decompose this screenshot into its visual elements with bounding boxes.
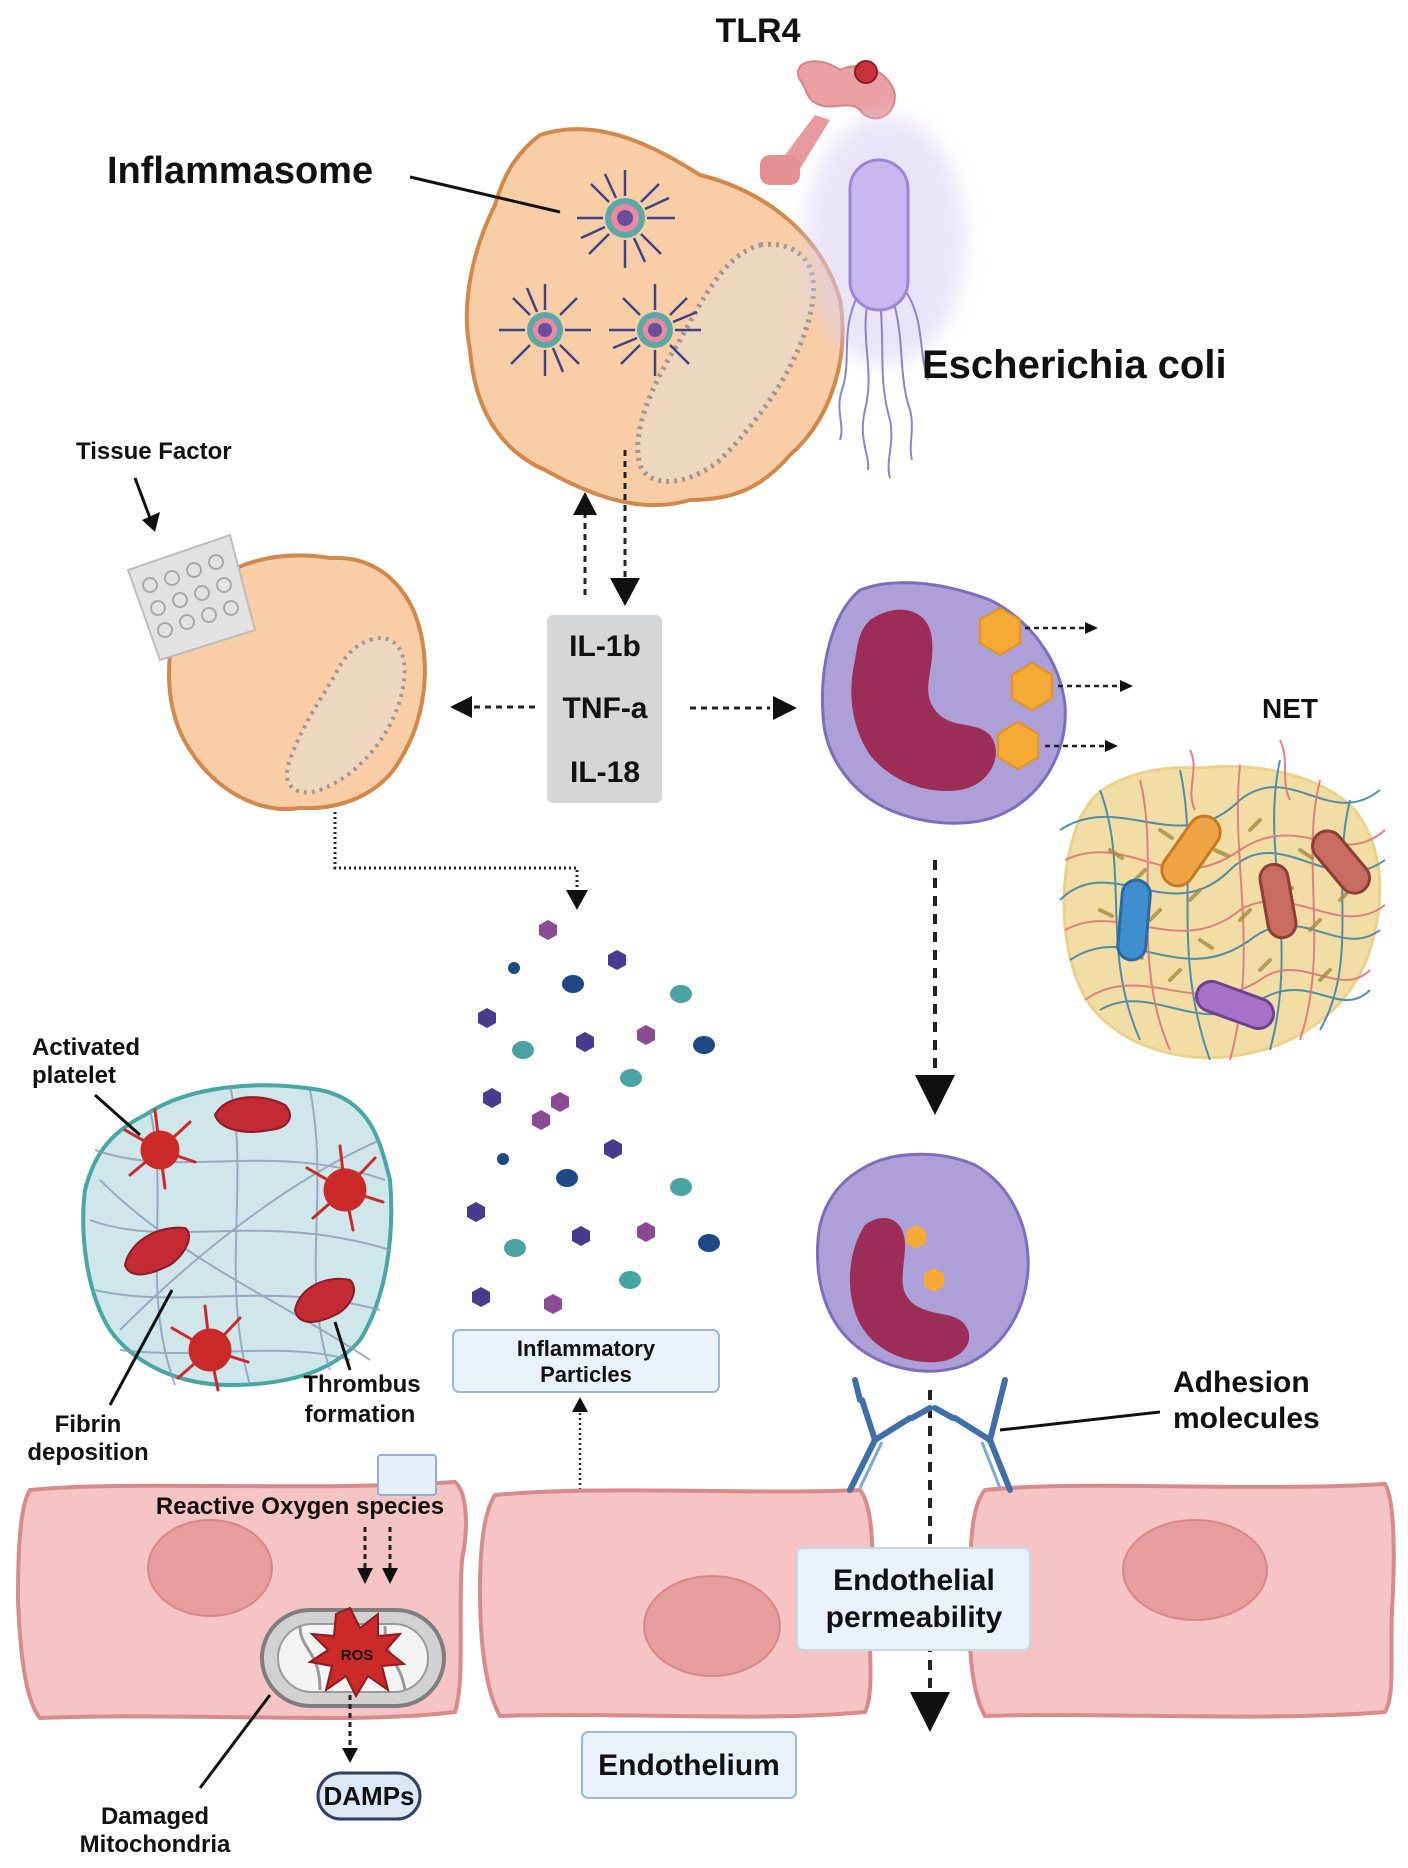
ros-arrowhead-2 [382, 1568, 398, 1584]
damps-label: DAMPs [323, 1781, 414, 1811]
granule-arrowhead-3 [1105, 740, 1118, 752]
inflammasome-3 [609, 284, 701, 376]
damaged-mitochondria-line2: Mitochondria [80, 1831, 231, 1858]
inflammatory-particles-box: Inflammatory Particles [452, 1329, 720, 1393]
endothelium-box: Endothelium [581, 1731, 797, 1799]
arrow-up-to-macrophage [573, 492, 597, 515]
neutrophil-bottom [816, 1152, 1030, 1373]
adhesion-molecules [847, 1377, 1013, 1493]
inflammatory-particles [467, 920, 720, 1314]
ecoli-label: Escherichia coli [922, 343, 1227, 387]
ecoli-bacterium [805, 115, 965, 479]
tlr4-receptor [760, 60, 897, 185]
thrombus-line2: formation [305, 1401, 416, 1428]
adhesion-line1: Adhesion [1173, 1366, 1310, 1399]
damaged-mitochondria-line1: Damaged [101, 1803, 209, 1830]
tissue-factor-pointer [133, 477, 152, 519]
granule-release-arrows [1025, 626, 1120, 748]
arrow-down-to-cytokines [610, 578, 640, 606]
endothelial-permeability-box: Endothelial permeability [796, 1547, 1031, 1651]
adhesion-line2: molecules [1173, 1402, 1320, 1435]
arrow-left-to-monocyte [450, 696, 472, 718]
cytokine-tnfa: TNF-a [563, 692, 648, 725]
activated-platelet-line1: Activated [32, 1034, 140, 1061]
ros-arrows [348, 1527, 392, 1750]
activated-platelet-line2: platelet [32, 1062, 116, 1089]
endothelial-permeability-line2: permeability [826, 1601, 1003, 1634]
granule-arrowhead-1 [1085, 622, 1098, 634]
neutrophil-migration-arrowhead [915, 1075, 955, 1115]
inflammatory-particles-line1: Inflammatory [517, 1336, 656, 1361]
endothelial-cell-right [967, 1481, 1396, 1719]
granule-arrowhead-2 [1120, 680, 1133, 692]
monocyte-to-particles-arrow [333, 812, 579, 890]
ros-arrowhead-1 [357, 1568, 373, 1584]
adhesion-molecules-light [858, 1441, 1002, 1489]
damaged-mitochondria-pointer [198, 1694, 272, 1789]
ros-source-box [377, 1454, 437, 1496]
inflammasome-label: Inflammasome [107, 150, 373, 192]
thrombus-line1: Thrombus [303, 1371, 420, 1398]
arrow-right-to-neutrophil [773, 696, 797, 720]
tissue-factor-arrowhead [142, 512, 160, 532]
tissue-factor-mesh [126, 533, 257, 662]
tlr4-label: TLR4 [716, 12, 801, 50]
damps-arrowhead [342, 1748, 358, 1763]
endothelium-arrowhead [572, 1397, 588, 1412]
activated-platelet-pointer [94, 1093, 141, 1137]
fibrin-pointer [108, 1289, 174, 1406]
net-structure [1059, 739, 1386, 1061]
fibrin-line1: Fibrin [55, 1411, 122, 1438]
cytokine-il18: IL-18 [570, 756, 640, 789]
neutrophil-top [821, 581, 1067, 825]
ros-label: ROS [341, 1647, 374, 1664]
damps-box: DAMPs [316, 1771, 422, 1821]
inflammatory-particles-line2: Particles [540, 1362, 632, 1387]
cytokine-il1b: IL-1b [569, 630, 641, 663]
particles-arrowhead [566, 890, 588, 910]
reactive-oxygen-species-label: Reactive Oxygen species [156, 1493, 444, 1520]
inflammasome-pointer [409, 175, 561, 214]
inflammasome-2 [499, 284, 591, 376]
net-label: NET [1262, 693, 1318, 724]
inflammasome-1 [577, 170, 675, 268]
thrombus-clot [81, 1083, 394, 1392]
cytokine-arrows [470, 450, 770, 710]
endothelial-cell-middle [477, 1487, 875, 1719]
cytokine-box: IL-1b TNF-a IL-18 [547, 615, 662, 803]
tissue-factor-label: Tissue Factor [76, 438, 232, 465]
endothelial-permeability-line1: Endothelial [833, 1564, 995, 1597]
thrombus-pointer [333, 1321, 352, 1371]
endothelium-label: Endothelium [598, 1749, 780, 1782]
fibrin-line2: deposition [27, 1439, 148, 1466]
transmigration-arrowhead [910, 1692, 950, 1732]
adhesion-pointer [999, 1410, 1161, 1432]
damaged-mitochondria: ROS [260, 1606, 446, 1708]
